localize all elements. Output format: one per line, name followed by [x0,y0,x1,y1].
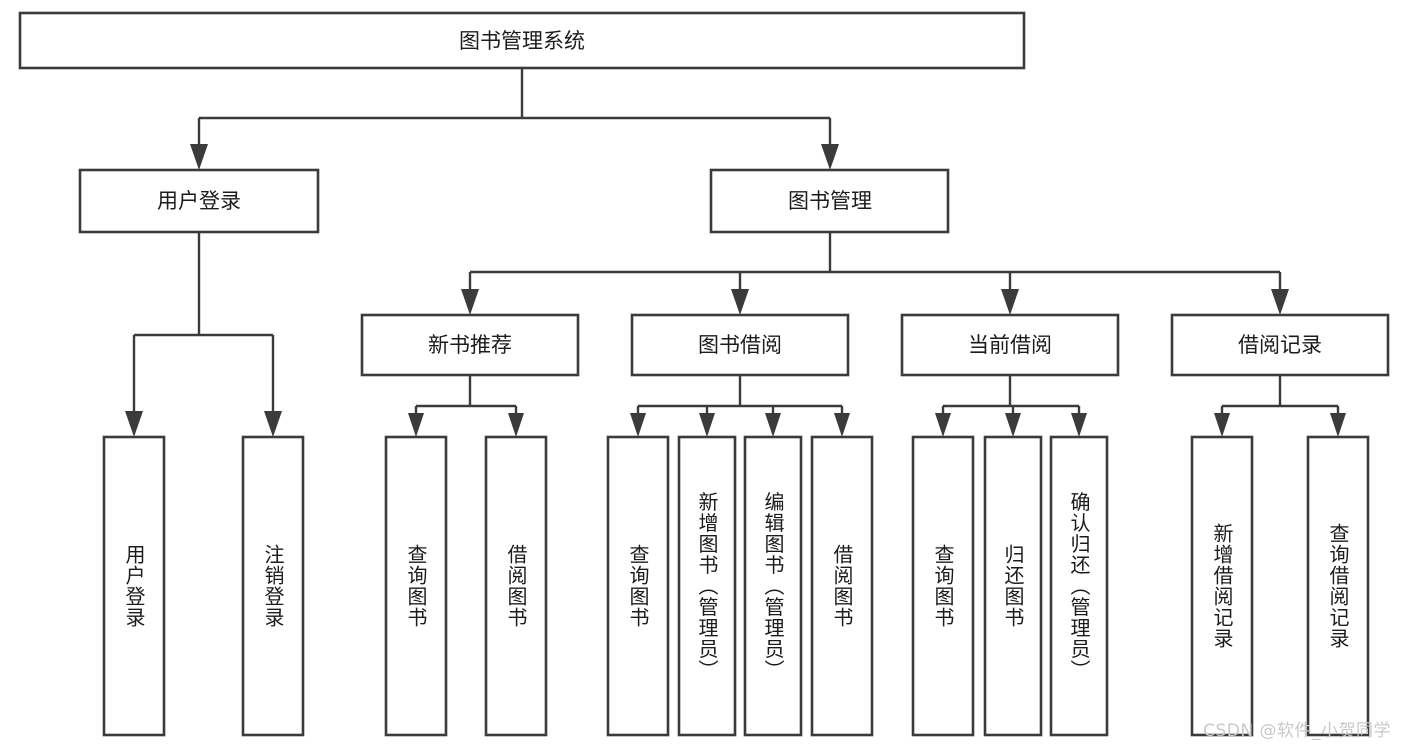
node-current-borrow-label: 当前借阅 [968,333,1052,357]
arrow-head-icon [125,411,143,437]
node-leaf-query-book-borrow[interactable]: 查询图书 [606,435,670,737]
node-leaf-query-book-rec-label: 查询图书 [404,544,428,628]
node-leaf-confirm-return-admin-box[interactable] [1049,435,1109,737]
node-leaf-query-borrow-record-box[interactable] [1306,435,1370,737]
node-root[interactable]: 图书管理系统 [18,11,1026,70]
node-leaf-logout-label: 注销登录 [261,544,285,628]
node-leaf-query-book-cur-box[interactable] [911,435,975,737]
node-leaf-query-borrow-record[interactable]: 查询借阅记录 [1306,435,1370,737]
node-leaf-borrow-book[interactable]: 借阅图书 [810,435,874,737]
arrow-head-icon [731,289,749,315]
node-leaf-add-borrow-record[interactable]: 新增借阅记录 [1190,435,1254,737]
node-leaf-query-book-cur[interactable]: 查询图书 [911,435,975,737]
node-leaf-query-borrow-record-label: 查询借阅记录 [1326,523,1350,649]
arrow-head-icon [1071,413,1087,437]
node-user-login-box[interactable] [78,168,320,234]
node-leaf-query-book-cur-label: 查询图书 [931,544,955,628]
node-leaf-confirm-return-admin[interactable]: 确认归还（管理员） [1049,435,1109,737]
node-leaf-query-book-rec[interactable]: 查询图书 [384,435,448,737]
node-new-book-recommend-box[interactable] [360,313,580,377]
arrow-head-icon [765,413,781,437]
node-leaf-borrow-book-rec-label: 借阅图书 [504,544,528,628]
node-leaf-return-book-label: 归还图书 [1001,544,1025,628]
node-leaf-add-book-admin-box[interactable] [677,435,737,737]
node-leaf-add-borrow-record-box[interactable] [1190,435,1254,737]
node-leaf-query-book-borrow-label: 查询图书 [626,544,650,628]
arrow-head-icon [821,144,839,170]
arrow-head-icon [1271,289,1289,315]
node-borrow-record[interactable]: 借阅记录 [1170,313,1390,377]
node-leaf-logout[interactable]: 注销登录 [241,435,305,737]
node-leaf-logout-box[interactable] [241,435,305,737]
node-leaf-edit-book-admin[interactable]: 编辑图书（管理员） [743,435,803,737]
node-leaf-return-book[interactable]: 归还图书 [983,435,1043,737]
node-leaf-user-login[interactable]: 用户登录 [102,435,166,737]
node-leaf-return-book-box[interactable] [983,435,1043,737]
node-borrow-record-label: 借阅记录 [1238,333,1322,357]
arrow-head-icon [408,413,424,437]
node-leaf-add-borrow-record-label: 新增借阅记录 [1210,523,1234,649]
arrow-head-icon [190,144,208,170]
node-new-book-recommend-label: 新书推荐 [428,333,512,357]
connector-layer [125,68,1346,437]
node-book-borrow-label: 图书借阅 [698,333,782,357]
node-new-book-recommend[interactable]: 新书推荐 [360,313,580,377]
node-leaf-borrow-book-label: 借阅图书 [830,544,854,628]
arrow-head-icon [834,413,850,437]
arrow-head-icon [508,413,524,437]
node-leaf-user-login-label: 用户登录 [122,544,146,628]
node-user-login[interactable]: 用户登录 [78,168,320,234]
node-leaf-query-book-borrow-box[interactable] [606,435,670,737]
node-borrow-record-box[interactable] [1170,313,1390,377]
node-leaf-query-book-rec-box[interactable] [384,435,448,737]
arrow-head-icon [699,413,715,437]
arrow-head-icon [935,413,951,437]
node-root-label: 图书管理系统 [459,29,585,53]
arrow-head-icon [1214,413,1230,437]
node-book-borrow-box[interactable] [630,313,850,377]
node-leaf-add-book-admin-label: 新增图书（管理员） [695,491,719,680]
arrow-head-icon [1005,413,1021,437]
node-leaf-confirm-return-admin-label: 确认归还（管理员） [1067,491,1091,680]
node-book-borrow[interactable]: 图书借阅 [630,313,850,377]
node-user-login-label: 用户登录 [157,189,241,213]
arrow-head-icon [1330,413,1346,437]
arrow-head-icon [1001,289,1019,315]
node-leaf-edit-book-admin-box[interactable] [743,435,803,737]
node-book-manage[interactable]: 图书管理 [709,168,950,234]
node-current-borrow[interactable]: 当前借阅 [900,313,1120,377]
node-leaf-borrow-book-rec[interactable]: 借阅图书 [484,435,548,737]
node-current-borrow-box[interactable] [900,313,1120,377]
csdn-watermark: CSDN @软件_小贺同学 [1203,721,1391,741]
arrow-head-icon [264,411,282,437]
node-leaf-borrow-book-rec-box[interactable] [484,435,548,737]
node-leaf-borrow-book-box[interactable] [810,435,874,737]
node-book-manage-label: 图书管理 [788,189,872,213]
node-book-manage-box[interactable] [709,168,950,234]
node-root-box[interactable] [18,11,1026,70]
node-leaf-add-book-admin[interactable]: 新增图书（管理员） [677,435,737,737]
node-leaf-user-login-box[interactable] [102,435,166,737]
arrow-head-icon [461,289,479,315]
node-leaf-edit-book-admin-label: 编辑图书（管理员） [761,491,785,680]
arrow-head-icon [630,413,646,437]
